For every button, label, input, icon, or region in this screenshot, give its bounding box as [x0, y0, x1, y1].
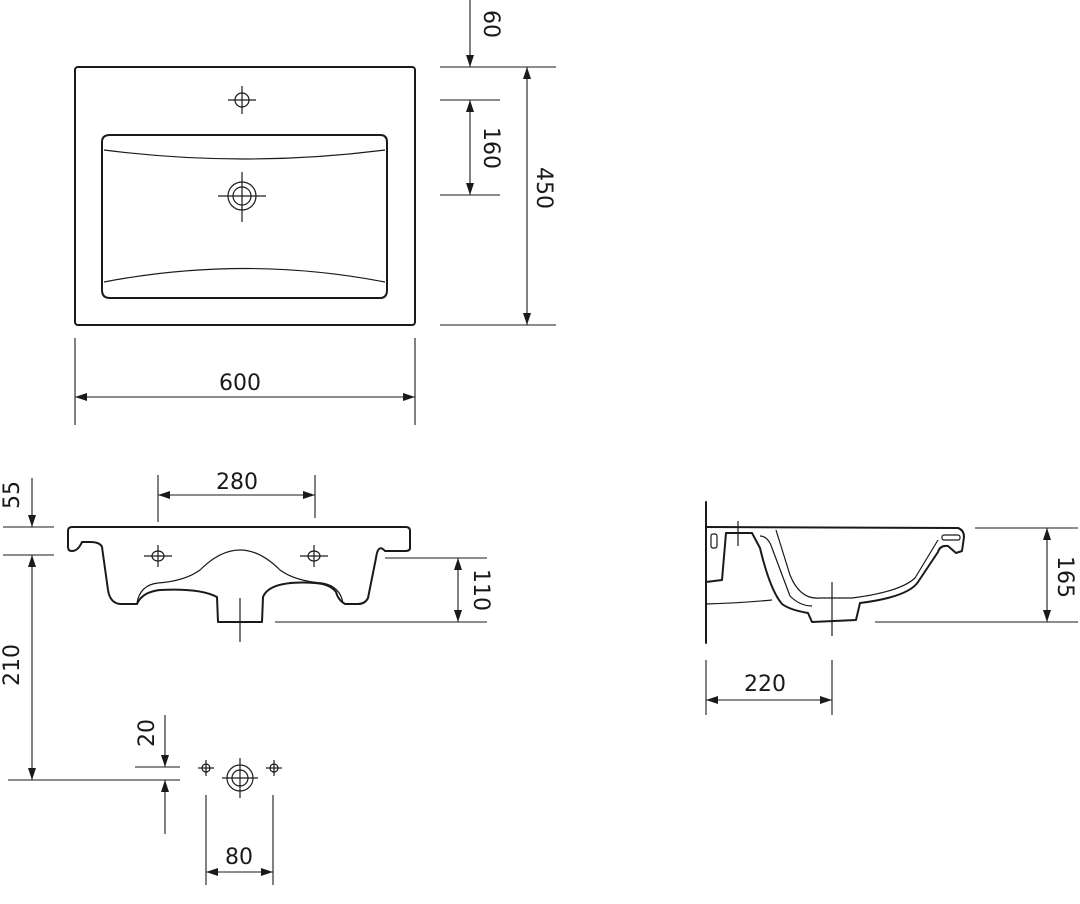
dim-tap-hole-spacing: 280 [216, 470, 258, 495]
dim-bowl-height: 110 [468, 569, 493, 611]
top-view: 60 160 450 600 [74, 0, 556, 425]
basin-front-outline [67, 526, 411, 623]
basin-side-outline [705, 526, 965, 623]
dim-outlet-height: 210 [0, 644, 25, 686]
fixing-hole-right-icon [266, 760, 282, 776]
dim-lip-height: 55 [0, 481, 25, 509]
dim-drain-distance: 220 [744, 672, 786, 697]
front-view: 280 55 210 110 [0, 470, 493, 780]
mounting-hole-right-icon [300, 545, 328, 567]
mounting-hole-left-icon [144, 545, 172, 567]
dim-hole-spacing: 80 [225, 845, 253, 870]
dim-tap-offset: 60 [478, 10, 503, 38]
dim-width: 600 [219, 371, 261, 396]
dim-drain-offset: 160 [478, 127, 503, 169]
fixing-hole-left-icon [198, 760, 214, 776]
tap-hole-icon [228, 86, 256, 114]
dim-hole-offset: 20 [135, 719, 160, 747]
outlet-icon [222, 758, 258, 798]
drain-icon [218, 172, 266, 222]
bowl-back-curve [103, 149, 386, 160]
dim-side-height: 165 [1052, 556, 1077, 598]
bowl-arch [136, 549, 344, 604]
dim-depth: 450 [531, 167, 556, 209]
wall-outlet-detail: 20 80 [8, 715, 282, 885]
side-view: 165 220 [705, 501, 1078, 715]
basin-outline [74, 66, 416, 326]
bowl-front-curve [103, 267, 386, 283]
bowl-outline [101, 134, 388, 299]
